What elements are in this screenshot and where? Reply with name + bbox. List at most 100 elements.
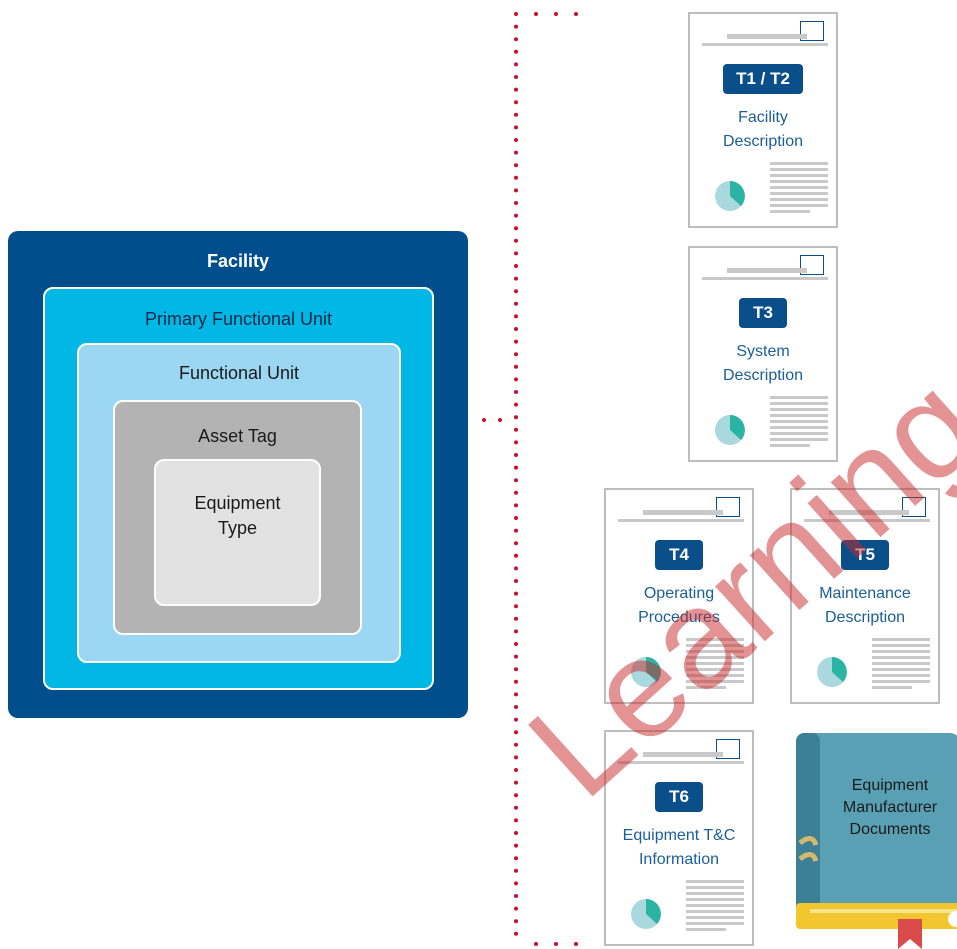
connector-dot — [514, 264, 518, 268]
doc-card-t5[interactable]: T5 Maintenance Description — [790, 488, 940, 704]
doc-card-t4[interactable]: T4 Operating Procedures — [604, 488, 754, 704]
connector-dot — [514, 843, 518, 848]
asset-tag-label: Asset Tag — [198, 426, 277, 446]
connector-dot — [514, 150, 518, 155]
equipment-type-line1: Equipment — [194, 493, 281, 513]
pie-chart-icon — [817, 657, 847, 687]
connector-dot — [514, 201, 518, 205]
connector-dot — [514, 289, 518, 294]
connector-dot — [514, 213, 518, 218]
header-line — [643, 510, 723, 515]
connector-dot — [534, 12, 538, 16]
connector-dot — [514, 591, 518, 596]
connector-dot — [482, 418, 486, 422]
connector-dot — [514, 478, 518, 483]
connector-dot — [514, 75, 518, 79]
connector-dot — [514, 604, 518, 609]
connector-dot — [514, 667, 518, 672]
text-lines — [872, 638, 930, 689]
connector-dot — [514, 440, 518, 445]
doc-title-line2: Description — [722, 367, 804, 384]
header-line — [727, 268, 807, 273]
connector-dot — [514, 906, 518, 911]
connector-dot — [554, 12, 558, 16]
primary-functional-unit-label: Primary Functional Unit — [144, 309, 333, 329]
doc-title-line1: Operating — [643, 585, 715, 602]
doc-title-line1: Equipment T&C — [622, 827, 736, 844]
doc-title: Operating Procedures — [606, 582, 752, 630]
connector-dot — [514, 780, 518, 785]
connector-dot — [514, 730, 518, 735]
text-lines — [770, 162, 828, 213]
pie-chart-icon — [631, 657, 661, 687]
connector-dot — [574, 12, 578, 16]
connector-dot — [514, 125, 518, 130]
book-label-line2: Manufacturer — [842, 799, 938, 816]
connector-dot — [514, 87, 518, 92]
connector-dot — [514, 793, 518, 798]
connector-dot — [514, 352, 518, 357]
doc-title: Facility Description — [690, 106, 836, 154]
connector-dot — [514, 327, 518, 331]
connector-dot — [514, 49, 518, 54]
doc-title-line2: Procedures — [638, 609, 720, 626]
header-line — [618, 761, 744, 764]
text-lines — [686, 880, 744, 931]
connector-dot — [514, 490, 518, 495]
connector-dot — [514, 453, 518, 457]
connector-dot — [514, 12, 518, 16]
connector-dot — [514, 24, 518, 29]
connector-dot — [514, 579, 518, 583]
doc-card-t1-t2[interactable]: T1 / T2 Facility Description — [688, 12, 838, 228]
manufacturer-book-icon[interactable] — [790, 733, 957, 949]
doc-title-line1: Facility — [738, 109, 788, 126]
connector-dot — [534, 942, 538, 946]
doc-title-line1: System — [736, 343, 790, 360]
doc-card-t6[interactable]: T6 Equipment T&C Information — [604, 730, 754, 946]
connector-dot — [514, 390, 518, 394]
connector-dot — [514, 868, 518, 873]
connector-dot — [514, 768, 518, 772]
connector-dot — [514, 175, 518, 180]
connector-dot — [514, 805, 518, 810]
doc-title: System Description — [690, 340, 836, 388]
header-line — [618, 519, 744, 522]
doc-badge: T3 — [739, 298, 787, 328]
doc-title-line2: Description — [824, 609, 906, 626]
connector-dot — [498, 418, 502, 422]
header-line — [727, 34, 807, 39]
connector-dot — [514, 516, 518, 520]
connector-dot — [514, 642, 518, 646]
connector-dot — [514, 138, 518, 142]
connector-dot — [514, 100, 518, 105]
connector-dot — [514, 931, 518, 936]
functional-unit-label: Functional Unit — [178, 363, 300, 383]
doc-card-t3[interactable]: T3 System Description — [688, 246, 838, 462]
connector-dot — [514, 705, 518, 709]
connector-dot — [514, 629, 518, 634]
connector-dot — [514, 112, 518, 117]
connector-dot — [514, 541, 518, 546]
connector-dot — [514, 742, 518, 747]
connector-dot — [514, 427, 518, 432]
header-line — [702, 43, 828, 46]
connector-dot — [514, 226, 518, 231]
connector-dot — [514, 402, 518, 407]
pie-chart-icon — [631, 899, 661, 929]
connector-dot — [514, 755, 518, 760]
connector-dot — [514, 465, 518, 470]
connector-dot — [514, 919, 518, 924]
doc-title-line2: Information — [638, 851, 720, 868]
connector-dot — [514, 503, 518, 508]
equipment-type-label: Equipment Type — [156, 491, 319, 541]
text-lines — [770, 396, 828, 447]
connector-dot — [514, 188, 518, 193]
connector-dot — [574, 942, 578, 946]
text-lines — [686, 638, 744, 689]
connector-dot — [514, 679, 518, 684]
header-line — [702, 277, 828, 280]
connector-dot — [514, 654, 518, 659]
doc-title: Maintenance Description — [792, 582, 938, 630]
connector-dot — [514, 856, 518, 861]
